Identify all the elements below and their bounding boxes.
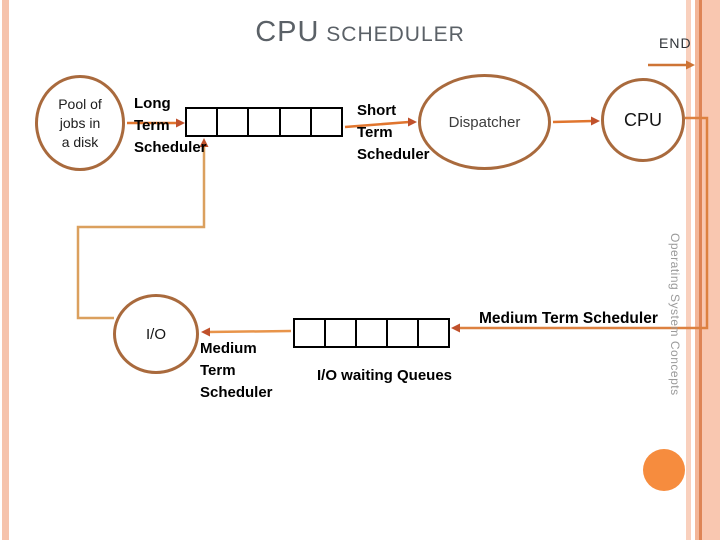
cpu-node: CPU bbox=[601, 78, 685, 162]
right-border-stripe bbox=[702, 0, 720, 540]
queue-cell bbox=[216, 109, 247, 135]
queue-cell bbox=[386, 320, 417, 346]
footer-vertical-text: Operating System Concepts bbox=[668, 233, 682, 396]
page-title: CPU SCHEDULER bbox=[255, 16, 465, 49]
arrow-dispatcher-to-cpu bbox=[552, 116, 600, 126]
right-border-stripe bbox=[686, 0, 691, 540]
accent-dot bbox=[643, 449, 685, 491]
dispatcher-label: Dispatcher bbox=[448, 113, 521, 131]
dispatcher-node: Dispatcher bbox=[418, 74, 551, 170]
io-waiting-queues-label: I/O waiting Queues bbox=[317, 367, 453, 384]
page-title-secondary: SCHEDULER bbox=[326, 23, 465, 46]
cpu-label: CPU bbox=[623, 109, 662, 130]
queue-cell bbox=[247, 109, 278, 135]
medium-term-scheduler-left-label: Medium Term Scheduler bbox=[200, 340, 273, 401]
left-border-stripe bbox=[2, 0, 9, 540]
ready-queue bbox=[185, 107, 343, 137]
io-node: I/O bbox=[113, 294, 199, 374]
queue-cell bbox=[324, 320, 355, 346]
queue-cell bbox=[295, 320, 324, 346]
queue-cell bbox=[417, 320, 448, 346]
queue-cell bbox=[355, 320, 386, 346]
io-label: I/O bbox=[145, 325, 166, 343]
queue-cell bbox=[309, 109, 341, 135]
medium-term-scheduler-right-label: Medium Term Scheduler bbox=[479, 310, 658, 327]
io-waiting-queue bbox=[293, 318, 450, 348]
end-link[interactable]: END bbox=[659, 35, 692, 51]
short-term-scheduler-label: Short Term Scheduler bbox=[357, 102, 430, 163]
arrow-io-queue-to-io bbox=[201, 327, 292, 337]
long-term-scheduler-label: Long Term Scheduler bbox=[134, 95, 207, 156]
pool-of-jobs-node: Pool of jobs in a disk bbox=[35, 75, 125, 171]
queue-cell bbox=[278, 109, 310, 135]
pool-of-jobs-label: Pool of jobs in a disk bbox=[58, 95, 102, 150]
page-title-primary: CPU bbox=[255, 16, 320, 48]
